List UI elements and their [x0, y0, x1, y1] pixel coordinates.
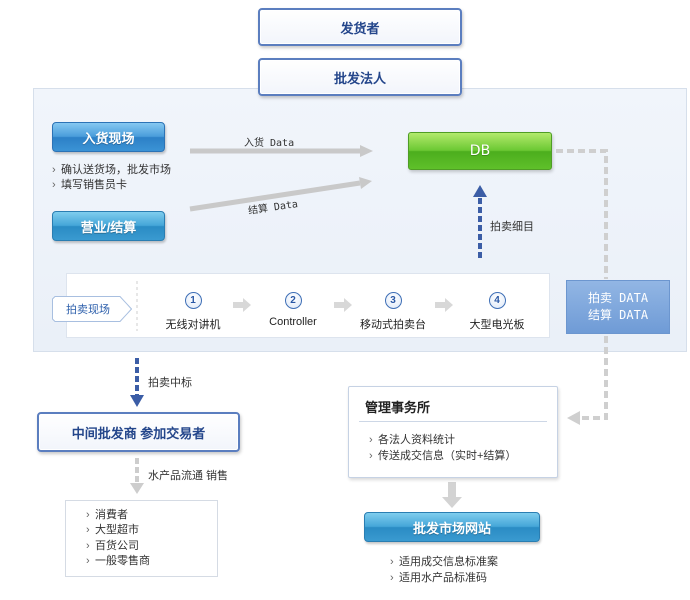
intake-note: 确认送货场，批发市场 [52, 163, 171, 178]
db-label: DB [469, 143, 491, 159]
chevron-right-icon [390, 555, 399, 570]
chevron-right-icon [369, 449, 378, 464]
intermediary-label: 中间批发商 参加交易者 [71, 425, 206, 441]
settlement-data-arrow-line [189, 180, 361, 212]
wholesale-corp-label: 批发法人 [333, 70, 386, 86]
divider [359, 421, 547, 422]
list-item: 各法人资料统计 [369, 433, 455, 448]
wholesale-corp-box: 批发法人 [258, 58, 462, 96]
buyers-list-box: 消費者 大型超市 百货公司 一般零售商 [65, 500, 218, 577]
chevron-right-icon [369, 433, 378, 448]
data-box-line: 结算 DATA [587, 308, 649, 322]
list-item: 大型超市 [86, 523, 217, 538]
auction-floor-row [66, 273, 550, 338]
tag-shape [52, 296, 132, 322]
settlement-label: 营业/结算 [80, 219, 137, 235]
distribution-arrow-head [130, 483, 144, 494]
auction-win-label: 拍卖中标 [148, 377, 192, 389]
shipper-label: 发货者 [340, 20, 380, 36]
auction-step: 1 无线对讲机 [143, 292, 243, 332]
arrow-right-icon [233, 298, 251, 312]
arrow-right-icon [334, 298, 352, 312]
list-item: 传送成交信息（实时+结算） [369, 449, 516, 464]
auction-settlement-data-box: 拍卖 DATA 结算 DATA [566, 280, 670, 334]
intake-site-label: 入货现场 [82, 130, 135, 146]
data-box-line: 拍卖 DATA [587, 291, 649, 305]
intake-note-text: 确认送货场，批发市场 [61, 164, 171, 176]
website-note: 适用水产品标准码 [390, 571, 487, 586]
auction-floor-tag-label: 拍卖现场 [66, 304, 110, 316]
step-label: 移动式拍卖台 [360, 319, 426, 331]
data-to-management-connector [580, 336, 608, 420]
buyer-text: 一般零售商 [95, 554, 150, 567]
auction-step: 3 移动式拍卖台 [343, 292, 443, 332]
arrow-down-icon [442, 482, 462, 508]
arrow-right-icon [435, 298, 453, 312]
step-label: Controller [269, 316, 317, 328]
circled-number-icon: 3 [384, 292, 402, 309]
intake-site-box: 入货现场 [52, 122, 165, 152]
list-item: 百货公司 [86, 539, 217, 554]
settlement-box: 营业/结算 [52, 211, 165, 241]
shipper-box: 发货者 [258, 8, 462, 46]
settlement-data-arrow-head [359, 177, 372, 189]
intake-data-arrow-head [360, 145, 373, 157]
market-website-label: 批发市场网站 [412, 520, 491, 536]
list-item: 一般零售商 [86, 554, 217, 569]
circled-number-icon: 2 [284, 292, 302, 309]
buyer-text: 百货公司 [95, 539, 139, 552]
step-label: 大型电光板 [469, 319, 525, 331]
buyer-text: 消費者 [95, 509, 128, 521]
management-item-text: 传送成交信息（实时+结算） [378, 450, 517, 462]
website-note-text: 适用水产品标准码 [399, 572, 487, 584]
chevron-right-icon [390, 571, 399, 586]
auction-detail-arrow-head [473, 185, 487, 197]
circled-number-icon: 4 [488, 292, 506, 309]
circled-number-icon: 1 [184, 292, 202, 309]
buyer-text: 大型超市 [95, 524, 139, 537]
website-note-text: 适用成交信息标准案 [399, 556, 498, 568]
chevron-right-icon [52, 178, 61, 193]
db-box: DB [408, 132, 552, 170]
management-item-text: 各法人资料统计 [378, 434, 455, 446]
auction-step: 4 大型电光板 [447, 292, 547, 332]
chevron-right-icon [52, 163, 61, 178]
chevron-right-icon [86, 554, 95, 569]
list-item: 消費者 [86, 508, 217, 523]
auction-floor-tag: 拍卖现场 [52, 296, 132, 322]
step-label: 无线对讲机 [165, 319, 221, 331]
intake-note: 填写销售员卡 [52, 178, 127, 193]
data-to-management-arrow-head [567, 411, 580, 425]
website-note: 适用成交信息标准案 [390, 555, 498, 570]
chevron-right-icon [86, 523, 95, 538]
auction-step: 2 Controller [243, 292, 343, 328]
db-to-data-connector [556, 149, 608, 279]
intermediary-box: 中间批发商 参加交易者 [37, 412, 240, 452]
management-office-box: 管理事务所 各法人资料统计 传送成交信息（实时+结算） [348, 386, 558, 478]
distribution-label: 水产品流通 销售 [148, 470, 229, 482]
market-website-box: 批发市场网站 [364, 512, 540, 542]
intake-data-label: 入货 Data [244, 138, 295, 149]
management-title: 管理事务所 [365, 400, 431, 415]
auction-win-arrow-head [130, 395, 144, 407]
intake-note-text: 填写销售员卡 [61, 179, 127, 191]
chevron-right-icon [86, 539, 95, 554]
auction-detail-label: 拍卖细目 [490, 221, 534, 233]
chevron-right-icon [86, 508, 95, 523]
